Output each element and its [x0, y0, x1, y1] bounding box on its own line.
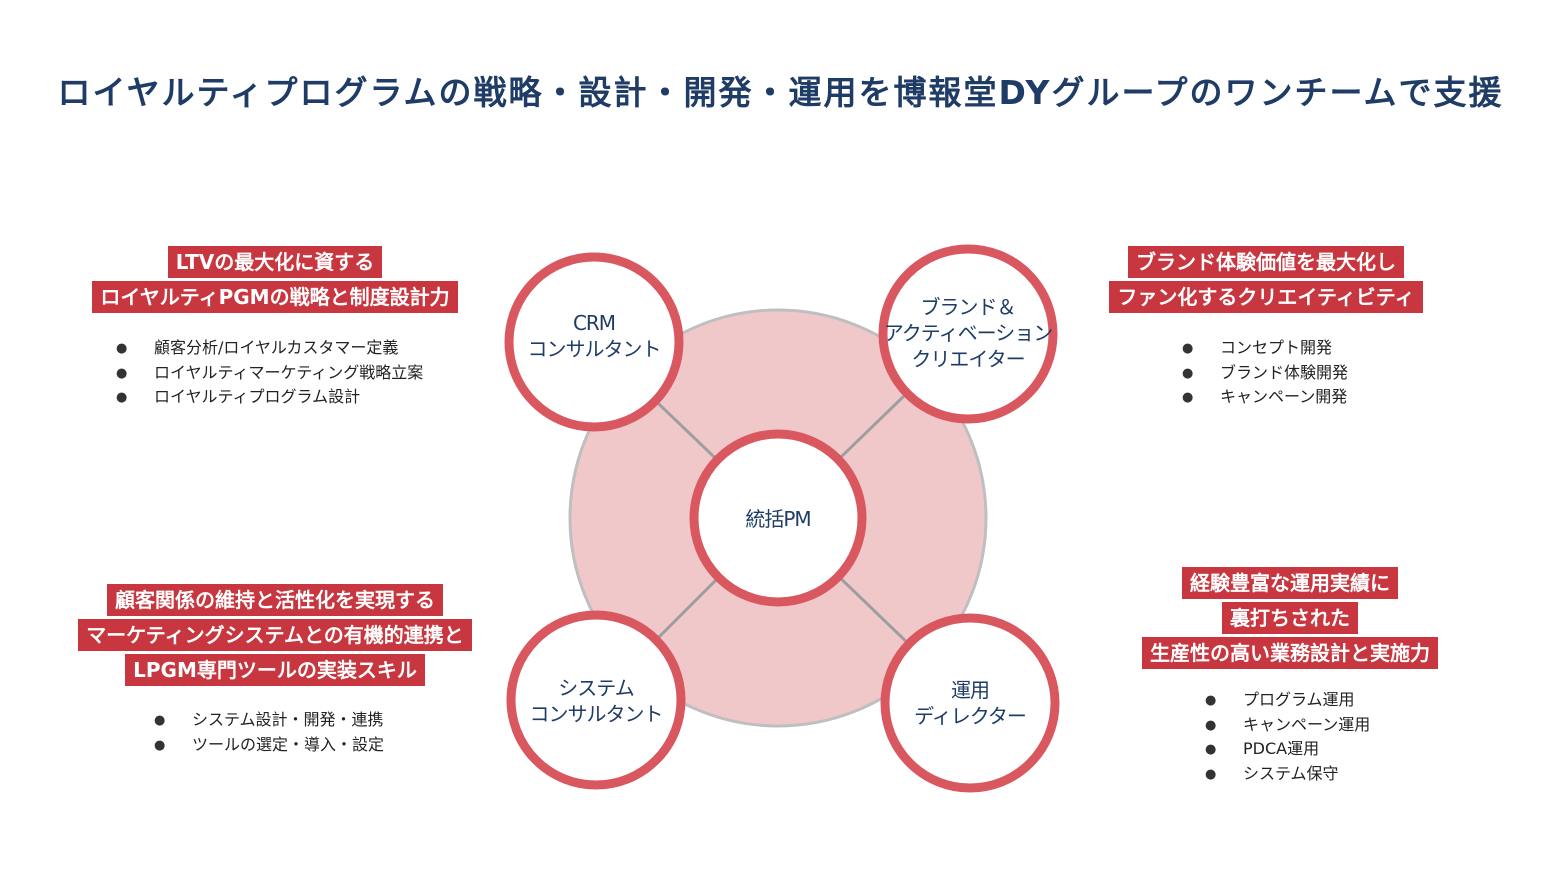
node-brand-label: ブランド＆ アクティベーション クリエイター	[883, 295, 1053, 371]
node-ops-label: 運用 ディレクター	[914, 678, 1027, 728]
node-system-circle	[506, 610, 686, 790]
bullet-item: プログラム運用	[1205, 688, 1370, 713]
bottom-right-bullets: プログラム運用 キャンペーン運用 PDCA運用 システム保守	[1205, 688, 1370, 786]
highlight-line: ファン化するクリエイティビティ	[1109, 281, 1423, 313]
highlight-line: LTVの最大化に資する	[167, 246, 383, 278]
bullet-item: システム保守	[1205, 762, 1370, 787]
bullet-item: 顧客分析/ロイヤルカスタマー定義	[116, 336, 423, 361]
bottom-left-highlight: 顧客関係の維持と活性化を実現する マーケティングシステムとの有機的連携と LPG…	[55, 584, 495, 689]
highlight-line: 経験豊富な運用実績に	[1182, 567, 1398, 599]
bullet-item: ロイヤルティプログラム設計	[116, 385, 423, 410]
top-left-highlight: LTVの最大化に資する ロイヤルティPGMの戦略と制度設計力	[60, 246, 490, 316]
top-left-bullets: 顧客分析/ロイヤルカスタマー定義 ロイヤルティマーケティング戦略立案 ロイヤルテ…	[116, 336, 423, 410]
node-ops-circle	[880, 613, 1060, 793]
page-title: ロイヤルティプログラムの戦略・設計・開発・運用を博報堂DYグループのワンチームで…	[57, 73, 1504, 112]
highlight-line: 顧客関係の維持と活性化を実現する	[107, 584, 443, 616]
highlight-line: 裏打ちされた	[1222, 602, 1358, 634]
top-right-highlight: ブランド体験価値を最大化し ファン化するクリエイティビティ	[1096, 246, 1436, 316]
highlight-line: マーケティングシステムとの有機的連携と	[78, 619, 472, 651]
top-right-bullets: コンセプト開発 ブランド体験開発 キャンペーン開発	[1182, 336, 1348, 410]
center-pm-circle	[689, 429, 867, 607]
highlight-line: ブランド体験価値を最大化し	[1128, 246, 1404, 278]
bullet-item: ツールの選定・導入・設定	[154, 733, 384, 758]
bullet-item: コンセプト開発	[1182, 336, 1348, 361]
bullet-item: システム設計・開発・連携	[154, 708, 384, 733]
bullet-item: キャンペーン運用	[1205, 713, 1370, 738]
bullet-item: ロイヤルティマーケティング戦略立案	[116, 361, 423, 386]
highlight-line: 生産性の高い業務設計と実施力	[1142, 637, 1438, 669]
highlight-line: ロイヤルティPGMの戦略と制度設計力	[92, 281, 458, 313]
bullet-item: ブランド体験開発	[1182, 361, 1348, 386]
bottom-left-bullets: システム設計・開発・連携 ツールの選定・導入・設定	[154, 708, 384, 757]
bullet-item: キャンペーン開発	[1182, 385, 1348, 410]
node-system-label: システム コンサルタント	[529, 676, 664, 726]
highlight-line: LPGM専門ツールの実装スキル	[125, 654, 425, 686]
node-brand-circle	[878, 244, 1058, 424]
node-crm-label: CRM コンサルタント	[527, 311, 662, 361]
center-pm-label: 統括PM	[745, 507, 811, 531]
node-crm-circle	[504, 252, 684, 432]
bottom-right-highlight: 経験豊富な運用実績に 裏打ちされた 生産性の高い業務設計と実施力	[1090, 567, 1490, 672]
bullet-item: PDCA運用	[1205, 737, 1370, 762]
